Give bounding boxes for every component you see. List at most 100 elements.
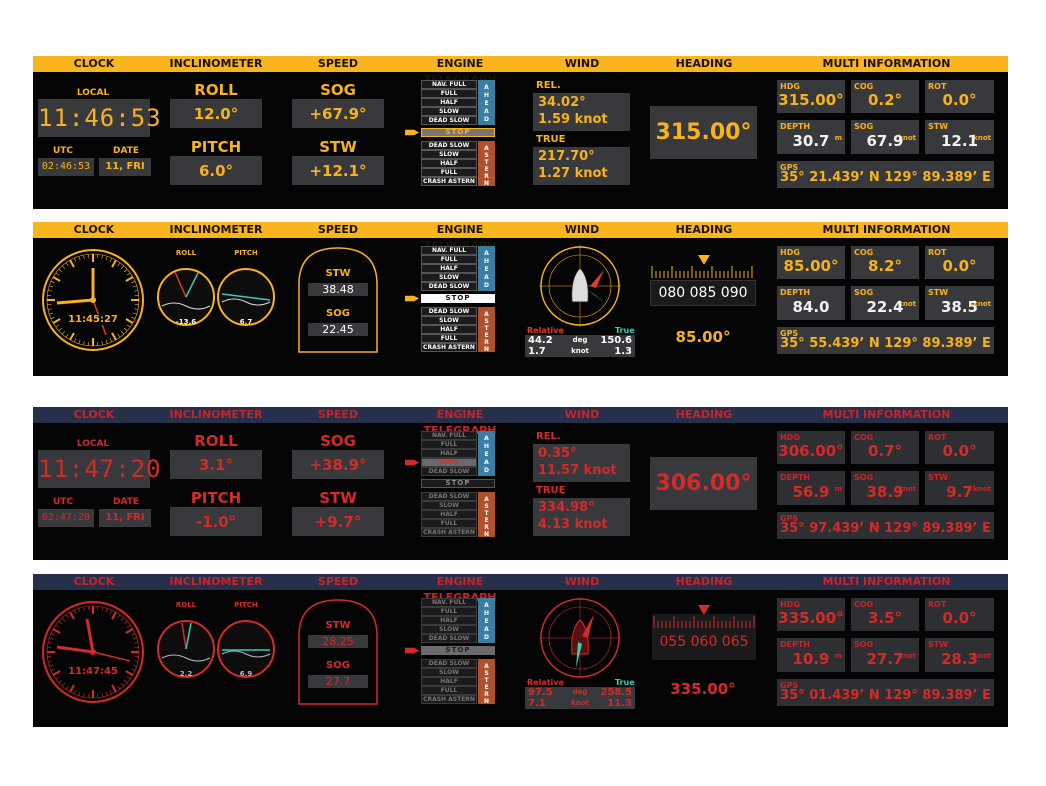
mi-depth-value: 30.7	[792, 132, 830, 150]
telegraph-ahead-full[interactable]: FULL	[421, 440, 477, 449]
sog-label-2: SOG	[326, 660, 350, 671]
clock-tick	[111, 332, 117, 341]
sog-label: SOG	[320, 81, 356, 99]
rel-wind-deg: 34.02°	[538, 95, 586, 110]
telegraph-astern-full[interactable]: FULL	[421, 168, 477, 177]
telegraph-crash-astern[interactable]: CRASH ASTERN	[421, 343, 477, 352]
telegraph-ahead-full[interactable]: FULL	[421, 255, 477, 264]
clock-tick	[101, 693, 103, 698]
telegraph-ahead-nav-full[interactable]: NAV. FULL	[421, 431, 477, 440]
telegraph-pointer-icon	[405, 295, 419, 302]
telegraph-stop[interactable]: STOP	[421, 294, 495, 303]
telegraph-astern-full[interactable]: FULL	[421, 686, 477, 695]
mi-hdg-value: 85.00°	[783, 257, 839, 275]
header-multi-information: MULTI INFORMATION	[822, 57, 951, 70]
telegraph-astern-half[interactable]: HALF	[421, 325, 477, 334]
clock-tick	[132, 637, 137, 640]
clock-tick	[49, 637, 54, 640]
header-wind: WIND	[564, 57, 600, 70]
heading-pointer-icon	[698, 605, 710, 615]
telegraph-astern-dead-slow[interactable]: DEAD SLOW	[421, 659, 477, 668]
analog-clock-time: 11:45:27	[67, 314, 119, 325]
astern-text: ASTERN	[483, 496, 490, 538]
true-wind-knot-2: 11.3	[607, 698, 632, 709]
stw-label: STW	[319, 138, 357, 156]
heading-display: 306.00°	[650, 457, 757, 510]
telegraph-astern-dead-slow[interactable]: DEAD SLOW	[421, 492, 477, 501]
mi-depth-unit: m	[834, 134, 842, 142]
true-label-2: True	[615, 678, 635, 687]
telegraph-ahead-half[interactable]: HALF	[421, 616, 477, 625]
telegraph-stop[interactable]: STOP	[421, 128, 495, 137]
telegraph-crash-astern[interactable]: CRASH ASTERN	[421, 528, 477, 537]
telegraph-crash-astern[interactable]: CRASH ASTERN	[421, 177, 477, 186]
clock-tick	[124, 679, 128, 684]
telegraph-astern-full[interactable]: FULL	[421, 519, 477, 528]
telegraph-ahead-half[interactable]: HALF	[421, 98, 477, 107]
clock-tick	[78, 608, 81, 613]
telegraph-ahead-slow[interactable]: SLOW	[421, 273, 477, 282]
clock-tick	[117, 685, 121, 690]
utc-display: 02:46:53	[38, 158, 94, 176]
clock-tick	[132, 285, 137, 288]
local-time: 11:47:20	[38, 455, 162, 483]
telegraph-ahead-slow[interactable]: SLOW	[421, 458, 477, 467]
roll-dial-label: ROLL	[175, 601, 197, 609]
telegraph-astern-half[interactable]: HALF	[421, 677, 477, 686]
header-clock: CLOCK	[73, 57, 115, 70]
pitch-display: 6.0°	[170, 156, 262, 185]
telegraph-astern-slow[interactable]: SLOW	[421, 501, 477, 510]
stw-label: STW	[319, 489, 357, 507]
mi-sog-unit: knot	[898, 134, 916, 142]
stw-value: +9.7°	[314, 513, 362, 531]
telegraph-stop[interactable]: STOP	[421, 479, 495, 488]
header-wind: WIND	[564, 575, 600, 588]
telegraph-ahead-half[interactable]: HALF	[421, 264, 477, 273]
clock-tick	[125, 276, 134, 282]
telegraph-astern-full[interactable]: FULL	[421, 334, 477, 343]
telegraph-ahead-slow[interactable]: SLOW	[421, 107, 477, 116]
telegraph-astern-half[interactable]: HALF	[421, 159, 477, 168]
telegraph-ahead-dead-slow[interactable]: DEAD SLOW	[421, 467, 477, 476]
header-wind: WIND	[564, 223, 600, 236]
telegraph-astern-half[interactable]: HALF	[421, 510, 477, 519]
clock-tick	[58, 620, 62, 625]
local-time: 11:46:53	[38, 104, 162, 132]
astern-label: ASTERN	[478, 492, 495, 538]
telegraph-astern-slow[interactable]: SLOW	[421, 150, 477, 159]
telegraph-ahead-nav-full[interactable]: NAV. FULL	[421, 246, 477, 255]
analog-clock	[42, 249, 144, 351]
telegraph-astern-slow[interactable]: SLOW	[421, 668, 477, 677]
telegraph-ahead-slow[interactable]: SLOW	[421, 625, 477, 634]
deg-label: deg	[572, 688, 588, 696]
telegraph-ahead-full[interactable]: FULL	[421, 89, 477, 98]
mi-stw-label: STW	[928, 640, 949, 649]
telegraph-astern-dead-slow[interactable]: DEAD SLOW	[421, 307, 477, 316]
telegraph-ahead-dead-slow[interactable]: DEAD SLOW	[421, 634, 477, 643]
telegraph-ahead-dead-slow[interactable]: DEAD SLOW	[421, 116, 477, 125]
telegraph-astern-dead-slow[interactable]: DEAD SLOW	[421, 141, 477, 150]
wind-rose	[539, 245, 621, 327]
pitch-dial-value: 6.9	[239, 670, 253, 678]
astern-text: ASTERN	[483, 145, 490, 187]
clock-tick	[50, 668, 55, 671]
telegraph-pointer-icon	[405, 129, 419, 136]
telegraph-astern-slow[interactable]: SLOW	[421, 316, 477, 325]
telegraph-crash-astern[interactable]: CRASH ASTERN	[421, 695, 477, 704]
mi-gps-label: GPS	[780, 163, 799, 172]
telegraph-ahead-dead-slow[interactable]: DEAD SLOW	[421, 282, 477, 291]
panel-day-digital: CLOCK INCLINOMETER SPEED ENGINE TELEGRAP…	[33, 56, 1008, 209]
telegraph-ahead-nav-full[interactable]: NAV. FULL	[421, 80, 477, 89]
mi-sog-value: 67.9	[866, 132, 904, 150]
telegraph-ahead-half[interactable]: HALF	[421, 449, 477, 458]
telegraph-stop[interactable]: STOP	[421, 646, 495, 655]
telegraph-ahead-full[interactable]: FULL	[421, 607, 477, 616]
knot-label: knot	[571, 347, 589, 355]
clock-tick	[125, 628, 134, 634]
knot-label: knot	[571, 699, 589, 707]
roll-display: 12.0°	[170, 99, 262, 128]
mi-hdg-label: HDG	[780, 248, 800, 257]
telegraph-ahead-nav-full[interactable]: NAV. FULL	[421, 598, 477, 607]
